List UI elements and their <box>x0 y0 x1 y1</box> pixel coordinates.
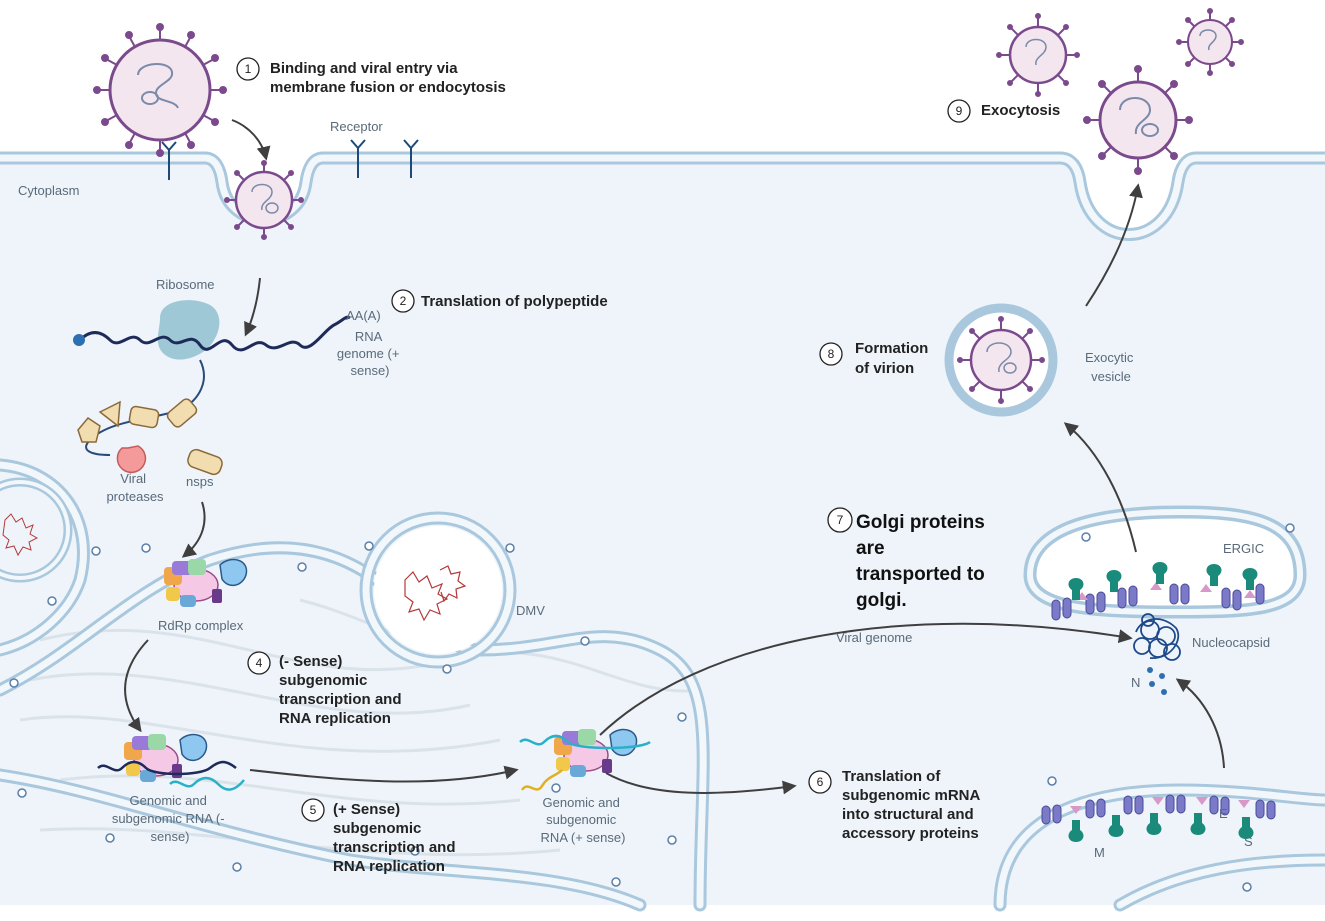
s-label: S <box>1244 834 1253 849</box>
virus-exocytosed-large <box>1083 65 1193 175</box>
e-label: E <box>1219 806 1228 821</box>
svg-text:5: 5 <box>310 803 317 817</box>
svg-text:4: 4 <box>256 656 263 670</box>
ergic <box>1023 505 1307 619</box>
nucleocapsid-shape <box>1133 613 1181 661</box>
receptor-label: Receptor <box>330 119 383 134</box>
ribosome <box>157 300 220 360</box>
n-protein-dots <box>1147 667 1167 695</box>
cytoplasm-label: Cytoplasm <box>18 183 79 198</box>
pos-rna-strand-yellow <box>520 769 563 791</box>
neg-rna-strand-dark <box>97 760 237 776</box>
m-label: M <box>1094 845 1105 860</box>
aa-label: AA(A) <box>346 308 381 323</box>
svg-text:Translation of polypeptide: Translation of polypeptide <box>421 293 608 310</box>
dmv-left <box>0 477 73 583</box>
rna-cap <box>73 334 85 346</box>
small-vesicles <box>9 523 1295 892</box>
rdrp-complex-negative <box>124 733 208 782</box>
step-2: 2 Translation of polypeptide <box>391 289 608 313</box>
svg-text:Exocytosis: Exocytosis <box>981 102 1060 119</box>
ergic-label: ERGIC <box>1223 541 1264 556</box>
svg-text:2: 2 <box>400 294 407 308</box>
virus-exocytic-vesicle <box>944 303 1058 417</box>
genomic-pos-label: Genomic and subgenomic RNA (+ sense) <box>541 795 626 845</box>
nsp-shapes <box>77 398 223 476</box>
exocytic-vesicle-label: Exocytic vesicle <box>1085 350 1137 384</box>
rdrp-label: RdRp complex <box>158 618 244 633</box>
svg-text:9: 9 <box>956 104 963 118</box>
ergic-proteins <box>1051 562 1265 621</box>
rdrp-complex-top <box>164 558 248 607</box>
svg-text:6: 6 <box>817 775 824 789</box>
svg-text:8: 8 <box>828 347 835 361</box>
nucleocapsid-label: Nucleocapsid <box>1192 635 1270 650</box>
n-label: N <box>1131 675 1140 690</box>
virus-entering <box>93 23 227 157</box>
viral-genome-label: Viral genome <box>836 630 912 645</box>
viral-proteases-label: Viral proteases <box>106 471 164 504</box>
receptors <box>161 139 419 180</box>
svg-text:1: 1 <box>245 62 252 76</box>
virus-exocytosed-small-a <box>996 13 1080 97</box>
er-proteins <box>1041 794 1276 842</box>
dmv-label: DMV <box>516 603 545 618</box>
virus-endosome <box>224 160 304 240</box>
ribosome-label: Ribosome <box>156 277 215 292</box>
genomic-neg-label: Genomic and subgenomic RNA (- sense) <box>112 793 228 844</box>
nsps-label: nsps <box>186 474 214 489</box>
rna-genome-strand <box>78 315 351 352</box>
dmv-right <box>359 511 517 669</box>
rna-genome-label: RNA genome (+ sense) <box>337 329 403 378</box>
step-9: 9 Exocytosis <box>947 99 1060 123</box>
svg-text:7: 7 <box>837 513 844 527</box>
virus-exocytosed-small-b <box>1176 8 1244 76</box>
neg-rna-strand-teal <box>169 776 245 791</box>
flow-arrows <box>124 119 1225 795</box>
pos-rna-strand-teal <box>519 734 651 750</box>
